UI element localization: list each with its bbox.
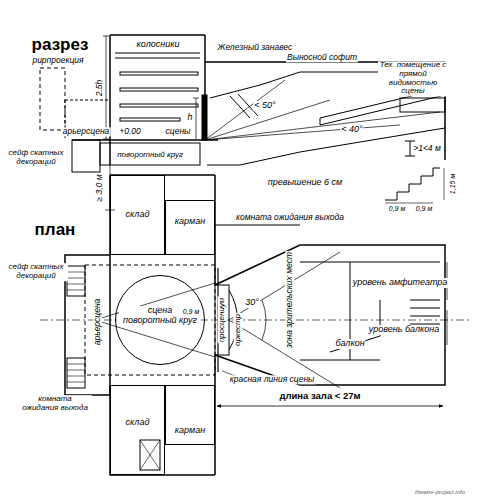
fly-tower xyxy=(110,35,205,165)
drawing-label: балкон xyxy=(334,339,365,349)
room-label: склад xyxy=(125,210,151,220)
grid-lines xyxy=(115,53,200,58)
room-box: склад xyxy=(110,175,165,255)
room-box: склад xyxy=(110,385,165,475)
drawing-label: поворотный круг xyxy=(116,151,184,160)
drawing-label: 0,9 м xyxy=(388,205,406,213)
drawing-label: 0,9 м xyxy=(415,205,433,213)
step-dimensions xyxy=(385,168,444,203)
vertical-label: арьерсцена xyxy=(93,298,102,347)
vertical-label: просцениум xyxy=(218,297,227,344)
room-box: карман xyxy=(165,200,215,255)
drawing-label: уровень амфитеатра xyxy=(352,278,449,288)
drawing-label: колосники xyxy=(136,40,181,50)
rear-block xyxy=(65,255,110,395)
scenery-safe xyxy=(72,140,100,172)
stair-treads xyxy=(67,364,85,382)
level-brackets xyxy=(447,262,448,345)
drawing-label: Тех. помещение с прямой видимостью сцены xyxy=(378,61,448,96)
vertical-label: ≥ 3,0 м xyxy=(95,173,104,202)
room-box: карман xyxy=(165,385,215,445)
drawing-label: арьерсцена xyxy=(62,127,111,136)
rear-projection xyxy=(40,68,65,130)
angle-arc xyxy=(262,300,266,340)
drawing-label: theatre-project.info xyxy=(414,489,466,496)
iron-curtain xyxy=(202,95,207,140)
proscenium xyxy=(215,285,229,355)
room-label: карман xyxy=(174,426,206,436)
drawing-label: комната ожидания выхода xyxy=(18,395,92,413)
room-label: карман xyxy=(174,217,206,227)
view-heading: длина зала < 27м xyxy=(278,391,361,401)
drawing-label: < 50° xyxy=(253,101,276,111)
room-label: склад xyxy=(125,418,151,428)
auditorium xyxy=(215,245,445,385)
drawing-label: < 40° xyxy=(340,125,363,135)
stage-sight xyxy=(95,283,215,357)
turntable-circle: сцена поворотный круг xyxy=(115,275,205,365)
vertical-label: 2.5h xyxy=(95,79,104,98)
drawing-label: красная линия сцены xyxy=(229,375,316,384)
turntable-pit xyxy=(100,143,200,165)
stair-treads xyxy=(67,272,85,290)
amphitheatre xyxy=(300,262,440,360)
drawing-label: +0.00 xyxy=(118,127,142,136)
drawing-label: рирпроекция xyxy=(31,56,84,65)
lift xyxy=(140,440,160,470)
vertical-label: зона зрительских мест xyxy=(285,251,294,349)
dimension-h xyxy=(193,98,199,139)
vertical-label: оркестр xyxy=(234,313,243,347)
view-heading: план xyxy=(34,221,77,240)
stair-top xyxy=(67,266,85,296)
drawing-label: >1<4 м xyxy=(412,144,442,153)
lift-cross xyxy=(140,440,160,470)
drawing-label: 0,9 м xyxy=(182,308,200,316)
stalls-floor xyxy=(207,128,445,165)
drawing-label: комната ожидания выхода xyxy=(235,213,345,222)
drawing-label: сцены xyxy=(165,127,192,136)
stage-house xyxy=(110,175,215,475)
drawing-label: сейф скатных декораций xyxy=(4,263,68,281)
length-arrow xyxy=(217,406,443,407)
drawing-label: Железный занавес xyxy=(217,43,294,52)
drawing-label: превышение 6 см xyxy=(267,178,343,188)
steps xyxy=(385,168,440,200)
stair-bottom xyxy=(67,358,85,388)
tech-room xyxy=(400,98,445,112)
waiting-room-wall xyxy=(215,225,300,226)
drawing-label: h xyxy=(186,113,193,123)
drawing-label: уровень балкона xyxy=(368,325,440,335)
view-heading: разрез xyxy=(31,36,90,55)
balcony-plan xyxy=(330,300,440,352)
vertical-label: 1,15 м xyxy=(449,173,457,195)
drawing-label: сейф скатных декораций xyxy=(4,149,68,167)
drawing-label: Выносной софит xyxy=(286,53,358,62)
axis xyxy=(40,320,470,321)
drawing-label: 30° xyxy=(244,298,260,308)
fan-lines xyxy=(229,252,340,388)
